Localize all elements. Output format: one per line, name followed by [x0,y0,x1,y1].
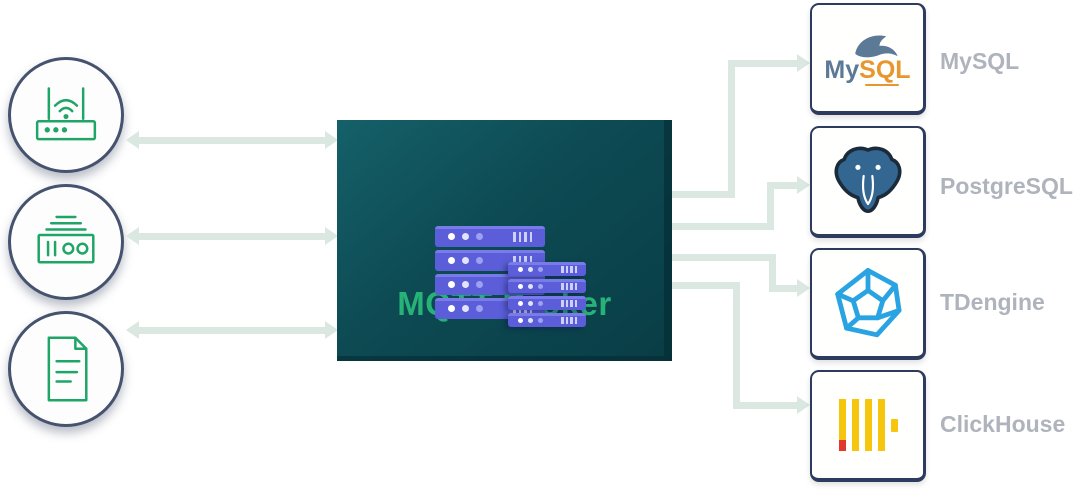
db-card-clickhouse [810,370,926,482]
db-card-mysql: MySQL [810,3,926,115]
arrow-right-icon [797,176,810,194]
mysql-wordmark: MySQL [824,56,911,84]
db-label-clickhouse: ClickHouse [940,411,1066,437]
postgresql-elephant-icon [834,146,901,214]
server-rack-icon [508,262,586,327]
arrow-right-icon [797,54,810,72]
db-card-postgresql [810,126,926,238]
arrow-right-icon [797,396,810,414]
mysql-dolphin-icon [855,35,899,58]
arrow-right-icon [325,227,338,245]
tdengine-polyhedron-icon [834,268,901,338]
db-card-tdengine [810,248,926,360]
db-label-postgresql: PostgreSQL [940,173,1073,199]
arrow-right-icon [797,279,810,297]
arrow-right-icon [325,131,338,149]
arrow-left-icon [126,321,139,339]
iot-gateway-icon [37,215,95,264]
device-iot-gateway [8,184,124,300]
device-data-file [8,311,124,427]
device-wifi-router [8,57,124,173]
db-label-tdengine: TDengine [940,289,1045,315]
arrow-left-icon [126,131,139,149]
arrow-right-icon [325,321,338,339]
wifi-router-icon [35,87,97,141]
db-label-mysql: MySQL [940,48,1020,74]
mysql-logo: MySQL [824,30,911,86]
mqtt-broker-box: MQTT Broker [337,120,672,361]
document-icon [47,336,88,402]
arrow-left-icon [126,227,139,245]
clickhouse-bars-icon [838,399,898,451]
